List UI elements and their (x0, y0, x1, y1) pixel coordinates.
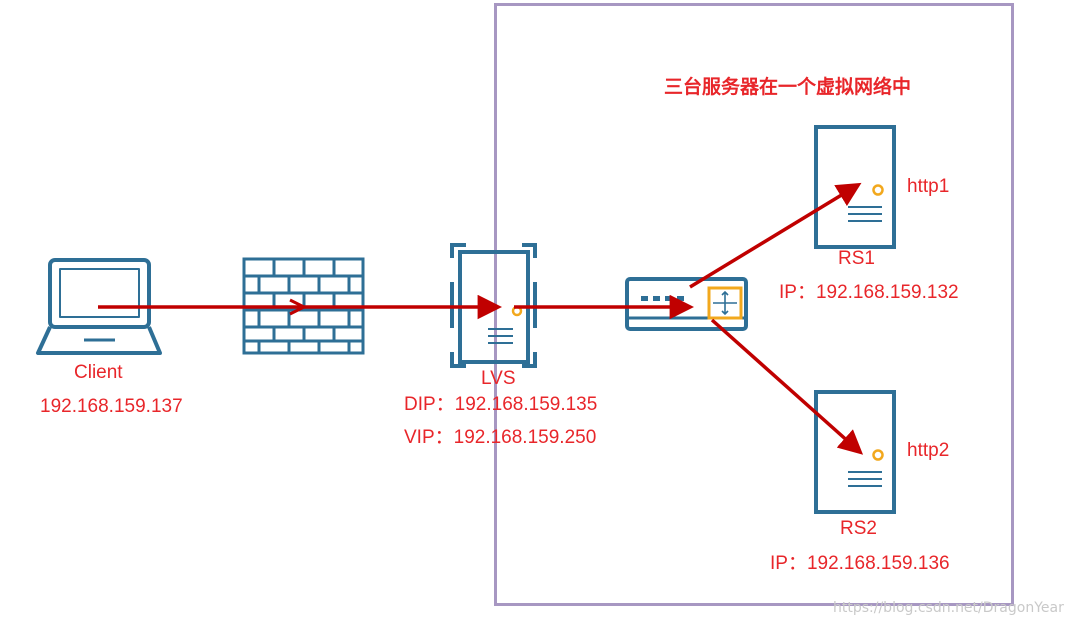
flow-arrows (98, 182, 864, 455)
rs2-ip: IP：192.168.159.136 (770, 553, 950, 574)
region-title: 三台服务器在一个虚拟网络中 (664, 76, 912, 98)
lvs-vip: VIP：192.168.159.250 (404, 427, 597, 448)
rs1-label: RS1 (838, 248, 875, 269)
arrow-switch-to-rs1 (689, 182, 862, 289)
arrow-switch-to-rs2 (710, 318, 864, 455)
arrow-chevron-firewall (289, 298, 308, 316)
server-icon (814, 125, 896, 249)
rs2-service: http2 (907, 440, 950, 461)
laptop-icon (36, 258, 162, 355)
rs2-label: RS2 (840, 518, 877, 539)
lvs-label: LVS (481, 368, 516, 389)
lvs-dip: DIP：192.168.159.135 (404, 394, 598, 415)
server-icon (814, 390, 896, 514)
watermark: https://blog.csdn.net/DragonYear (833, 600, 1064, 616)
client-ip: 192.168.159.137 (40, 396, 183, 417)
switch-icon (625, 277, 748, 331)
client-label: Client (74, 362, 123, 383)
rs1-ip: IP：192.168.159.132 (779, 282, 959, 303)
rs1-service: http1 (907, 176, 950, 197)
